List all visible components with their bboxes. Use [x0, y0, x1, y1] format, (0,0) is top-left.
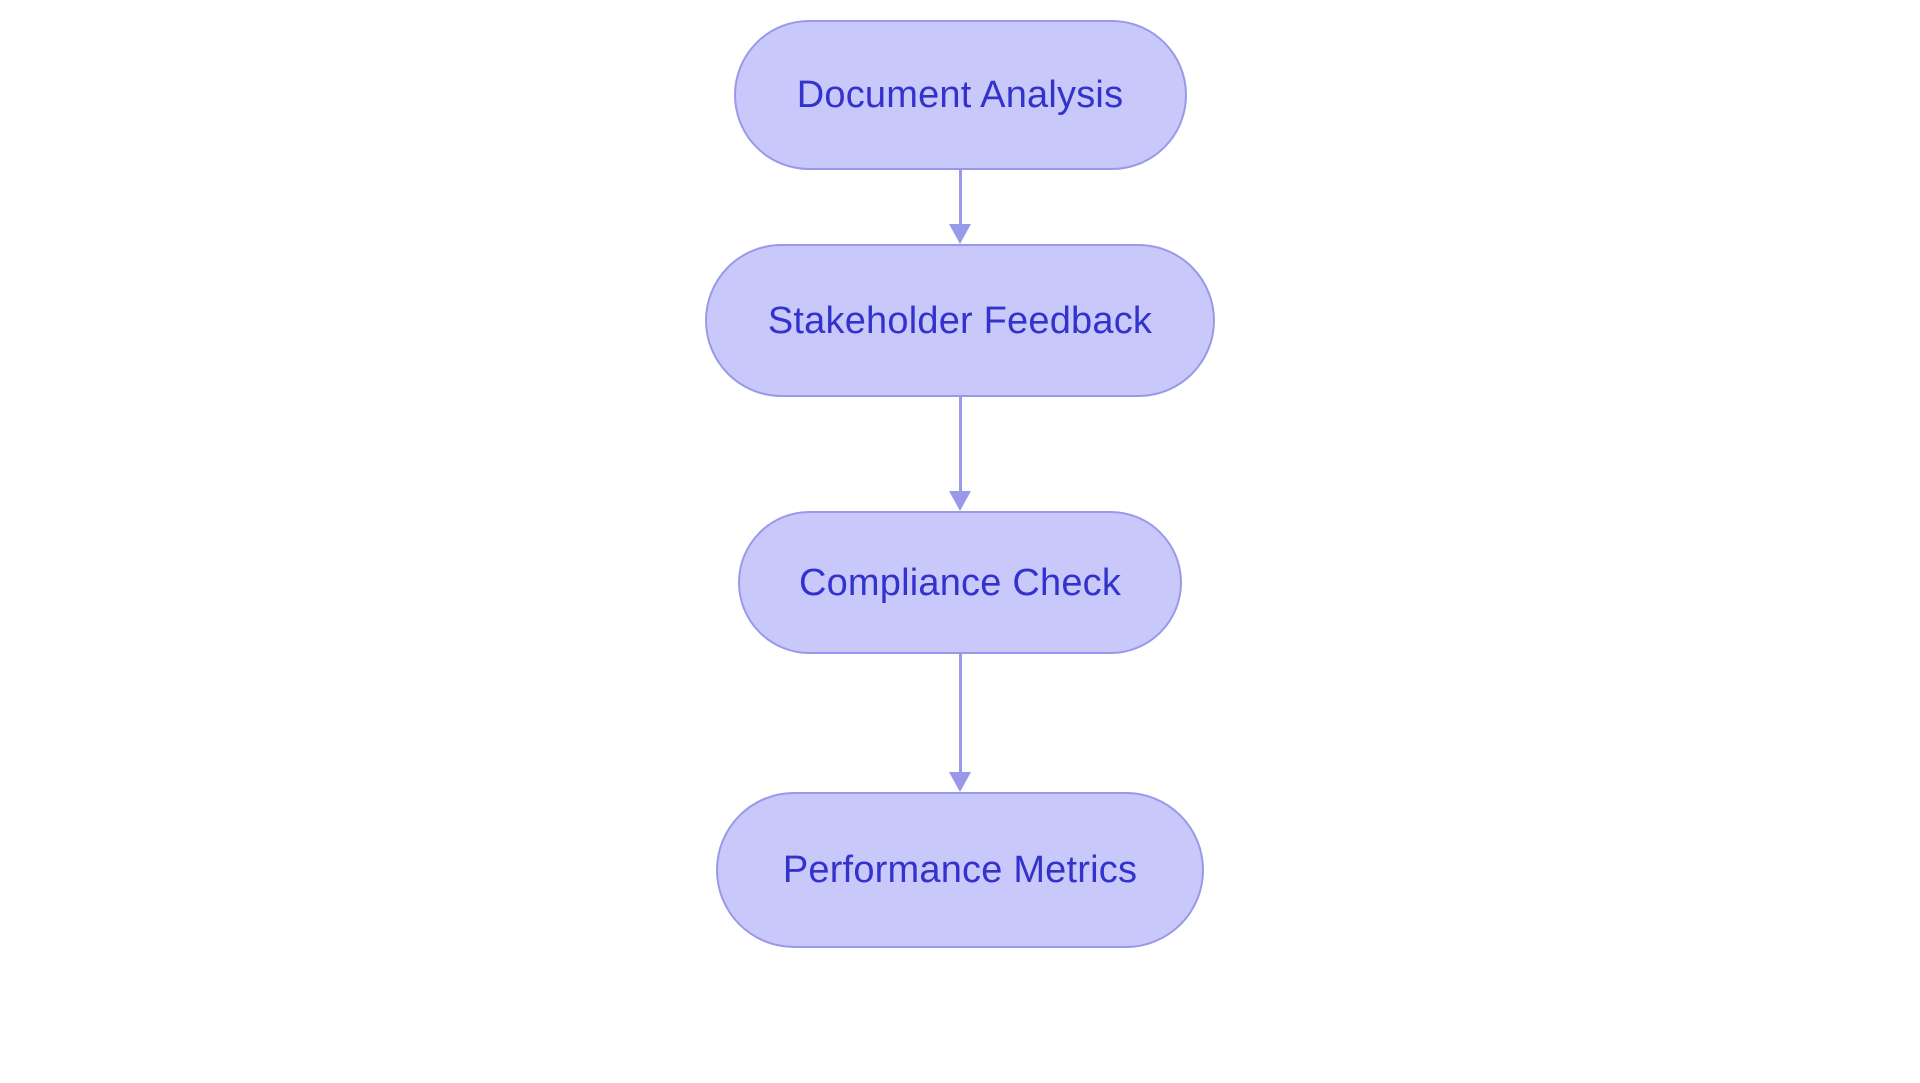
flowchart-edge-node3-to-node4: [948, 654, 972, 792]
flowchart-node-compliance-check[interactable]: Compliance Check: [738, 511, 1182, 654]
down-arrow-icon: [949, 224, 971, 244]
flowchart-node-performance-metrics[interactable]: Performance Metrics: [716, 792, 1204, 948]
down-arrow-icon: [949, 772, 971, 792]
flowchart-node-stakeholder-feedback[interactable]: Stakeholder Feedback: [705, 244, 1215, 397]
flowchart-node-label: Stakeholder Feedback: [767, 299, 1153, 342]
flowchart-edge-node2-to-node3: [948, 397, 972, 511]
edge-line: [958, 170, 962, 224]
flowchart-node-label: Performance Metrics: [782, 849, 1138, 891]
down-arrow-icon: [949, 491, 971, 511]
edge-line: [958, 397, 962, 491]
flowchart-node-document-analysis[interactable]: Document Analysis: [733, 20, 1187, 170]
flowchart-node-label: Compliance Check: [798, 561, 1122, 604]
flowchart-node-label: Document Analysis: [796, 74, 1124, 116]
edge-line: [958, 654, 962, 772]
flowchart-edge-node1-to-node2: [948, 170, 972, 244]
